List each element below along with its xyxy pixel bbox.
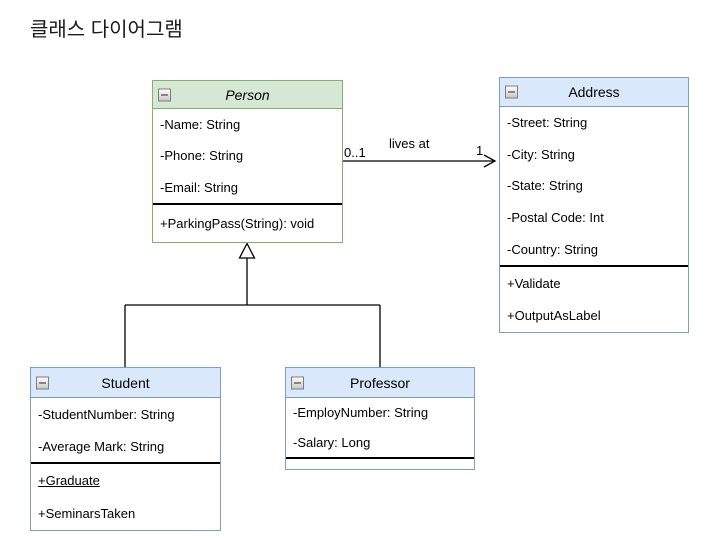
class-address-attributes: -Street: String -City: String -State: Stri… (500, 107, 688, 267)
class-person-attributes: -Name: String -Phone: String -Email: Strin… (153, 109, 342, 205)
class-person[interactable]: Person -Name: String -Phone: String -Email… (152, 80, 343, 243)
member-row: -Phone: String (160, 148, 244, 164)
generalization-triangle-icon (238, 242, 256, 259)
minus-icon (161, 94, 168, 95)
association-open-arrowhead-icon (483, 154, 497, 168)
collapse-icon[interactable] (158, 88, 171, 101)
member-row: -Country: String (507, 241, 599, 257)
member-row: +Validate (507, 275, 561, 291)
member-row: -Name: String (160, 117, 241, 133)
member-row: -Average Mark: String (38, 438, 165, 454)
class-professor-methods (286, 459, 474, 467)
minus-icon (508, 91, 515, 93)
class-address[interactable]: Address -Street: String -City: String -Sta… (499, 77, 689, 333)
member-row: -EmployNumber: String (293, 405, 429, 421)
collapse-icon[interactable] (505, 85, 518, 99)
member-row: -State: String (507, 178, 583, 194)
class-title: Address (568, 84, 620, 100)
class-student-attributes: -StudentNumber: String -Average Mark: Str… (31, 398, 220, 464)
class-title: Student (101, 374, 150, 391)
member-row: -Salary: Long (293, 434, 371, 450)
generalization-lines (124, 258, 381, 367)
class-student-header[interactable]: Student (31, 368, 220, 398)
class-person-methods: +ParkingPass(String): void (153, 205, 342, 242)
class-professor[interactable]: Professor -EmployNumber: String -Salary: … (285, 367, 475, 470)
member-row: +OutputAsLabel (507, 308, 601, 324)
class-student[interactable]: Student -StudentNumber: String -Average M… (30, 367, 221, 531)
minus-icon (294, 382, 301, 383)
class-professor-header[interactable]: Professor (286, 368, 474, 398)
member-row: +ParkingPass(String): void (160, 216, 315, 231)
class-address-methods: +Validate +OutputAsLabel (500, 267, 688, 332)
member-row: +Graduate (38, 473, 100, 488)
collapse-icon[interactable] (36, 376, 49, 389)
association-target-multiplicity: 1 (476, 143, 484, 158)
minus-icon (39, 382, 46, 383)
member-row: -City: String (507, 146, 575, 162)
page-title: 클래스 다이어그램 (30, 19, 183, 41)
member-row: -Postal Code: Int (507, 210, 604, 226)
member-row: -StudentNumber: String (38, 406, 175, 422)
member-row: +SeminarsTaken (38, 506, 136, 521)
member-row: -Email: String (160, 179, 239, 195)
association-label: lives at (389, 136, 430, 151)
class-address-header[interactable]: Address (500, 78, 688, 107)
class-title: Professor (350, 374, 410, 391)
member-row: -Street: String (507, 115, 588, 131)
class-student-methods: +Graduate +SeminarsTaken (31, 464, 220, 530)
class-person-header[interactable]: Person (153, 81, 342, 109)
association-source-multiplicity: 0..1 (344, 145, 366, 160)
collapse-icon[interactable] (291, 376, 304, 389)
class-professor-attributes: -EmployNumber: String -Salary: Long (286, 398, 474, 459)
class-title: Person (225, 86, 270, 103)
